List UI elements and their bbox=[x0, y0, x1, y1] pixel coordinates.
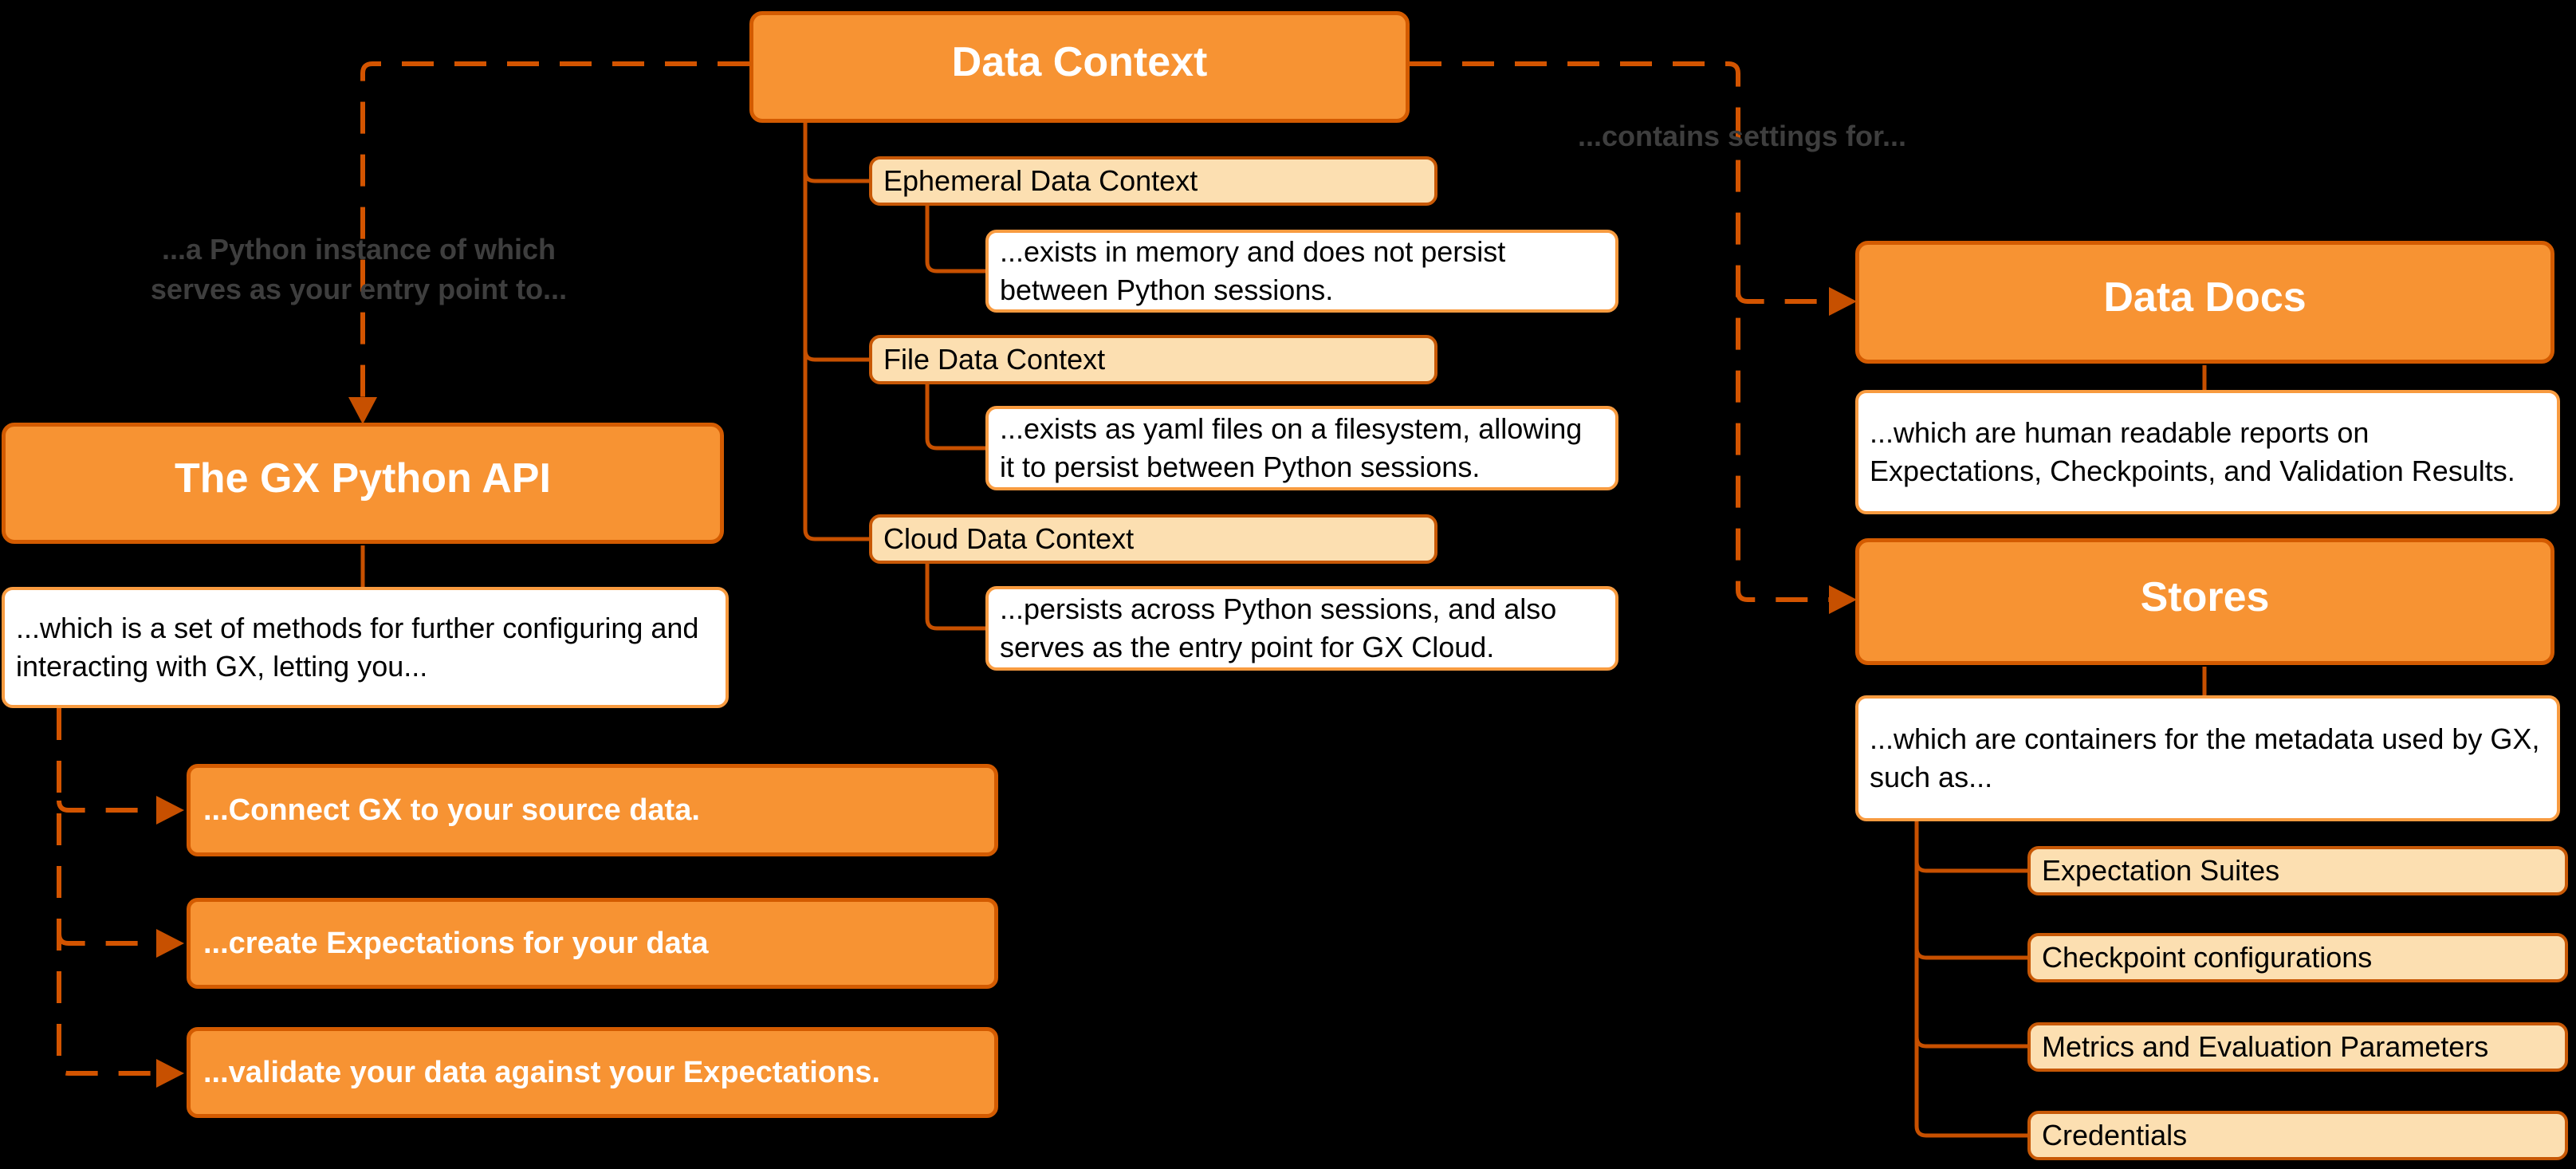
cloud-context-box: Cloud Data Context bbox=[869, 514, 1437, 564]
file-context-box: File Data Context bbox=[869, 335, 1437, 384]
arrowheads bbox=[156, 287, 1857, 1088]
dashed-datacontext-to-right-trunk bbox=[1410, 61, 1832, 602]
gx-python-api-box: The GX Python API bbox=[2, 423, 724, 544]
dashed-connectors bbox=[57, 61, 1832, 1076]
connector-cloud-description bbox=[925, 564, 985, 631]
store-item-label: Expectation Suites bbox=[2042, 854, 2280, 887]
arrowhead-right-action-validate bbox=[156, 1059, 184, 1088]
stores-title: Stores bbox=[2140, 573, 2270, 620]
solid-connectors bbox=[360, 123, 2207, 1138]
ephemeral-context-title: Ephemeral Data Context bbox=[883, 164, 1198, 197]
arrowhead-right-stores bbox=[1829, 585, 1857, 614]
data-docs-title: Data Docs bbox=[2103, 274, 2307, 321]
arrowhead-right-datadocs bbox=[1829, 287, 1857, 316]
stores-description: ...which are containers for the metadata… bbox=[1855, 695, 2560, 821]
data-docs-box: Data Docs bbox=[1855, 241, 2554, 364]
dashed-branch-datadocs bbox=[1736, 291, 1832, 304]
cloud-context-description-text: ...persists across Python sessions, and … bbox=[1000, 592, 1557, 663]
store-item-label: Checkpoint configurations bbox=[2042, 941, 2373, 974]
connector-stores-items-trunk bbox=[1914, 821, 2027, 1138]
data-docs-description: ...which are human readable reports on E… bbox=[1855, 390, 2560, 514]
store-item-credentials: Credentials bbox=[2027, 1111, 2568, 1160]
cloud-context-title: Cloud Data Context bbox=[883, 522, 1135, 555]
dashed-branch-action-create bbox=[57, 933, 158, 946]
action-validate-box: ...validate your data against your Expec… bbox=[187, 1027, 998, 1118]
action-create-expectations-label: ...create Expectations for your data bbox=[203, 926, 709, 960]
connector-branch-expectation-suites bbox=[1914, 860, 2027, 873]
ephemeral-context-description: ...exists in memory and does not persist… bbox=[985, 230, 1618, 313]
stores-box: Stores bbox=[1855, 538, 2554, 665]
connector-file-description bbox=[925, 384, 985, 451]
connector-branch-checkpoint-configs bbox=[1914, 947, 2027, 960]
connector-branch-ephemeral bbox=[803, 171, 869, 183]
stores-description-text: ...which are containers for the metadata… bbox=[1870, 722, 2540, 793]
store-item-label: Credentials bbox=[2042, 1119, 2188, 1151]
data-context-box: Data Context bbox=[749, 11, 1410, 123]
store-item-checkpoint-configurations: Checkpoint configurations bbox=[2027, 933, 2568, 982]
annotation-python-instance: ...a Python instance of which serves as … bbox=[128, 230, 590, 310]
data-docs-description-text: ...which are human readable reports on E… bbox=[1870, 416, 2515, 487]
connector-ephemeral-description bbox=[925, 206, 985, 274]
arrowhead-right-action-connect bbox=[156, 796, 184, 825]
dashed-branch-action-connect bbox=[57, 800, 158, 813]
connector-branch-file bbox=[803, 349, 869, 362]
action-validate-label: ...validate your data against your Expec… bbox=[203, 1055, 880, 1089]
gx-python-api-title: The GX Python API bbox=[175, 455, 551, 502]
annotation-line-1: ...a Python instance of which bbox=[161, 233, 556, 266]
arrowhead-down-gxapi bbox=[348, 397, 377, 424]
file-context-title: File Data Context bbox=[883, 343, 1106, 376]
store-item-label: Metrics and Evaluation Parameters bbox=[2042, 1030, 2489, 1063]
connector-datacontext-children-trunk bbox=[803, 123, 869, 541]
action-create-expectations-box: ...create Expectations for your data bbox=[187, 898, 998, 989]
ephemeral-context-description-text: ...exists in memory and does not persist… bbox=[1000, 235, 1506, 306]
annotation-contains-settings: ...contains settings for... bbox=[1577, 120, 1907, 152]
gx-python-api-description-text: ...which is a set of methods for further… bbox=[16, 612, 699, 683]
action-connect-box: ...Connect GX to your source data. bbox=[187, 764, 998, 856]
store-item-metrics-evaluation-parameters: Metrics and Evaluation Parameters bbox=[2027, 1022, 2568, 1072]
dashed-gxapi-actions-trunk bbox=[57, 708, 158, 1076]
connector-branch-metrics bbox=[1914, 1036, 2027, 1049]
cloud-context-description: ...persists across Python sessions, and … bbox=[985, 586, 1618, 671]
file-context-description-text: ...exists as yaml files on a filesystem,… bbox=[1000, 412, 1583, 483]
data-context-title: Data Context bbox=[951, 39, 1208, 85]
annotation-line-2: serves as your entry point to... bbox=[150, 273, 568, 306]
dashed-datacontext-to-gxapi bbox=[360, 61, 749, 402]
gx-python-api-description: ...which is a set of methods for further… bbox=[2, 587, 729, 708]
action-connect-label: ...Connect GX to your source data. bbox=[203, 793, 700, 827]
arrowhead-right-action-create bbox=[156, 929, 184, 958]
ephemeral-context-box: Ephemeral Data Context bbox=[869, 156, 1437, 206]
file-context-description: ...exists as yaml files on a filesystem,… bbox=[985, 406, 1618, 490]
store-item-expectation-suites: Expectation Suites bbox=[2027, 846, 2568, 895]
